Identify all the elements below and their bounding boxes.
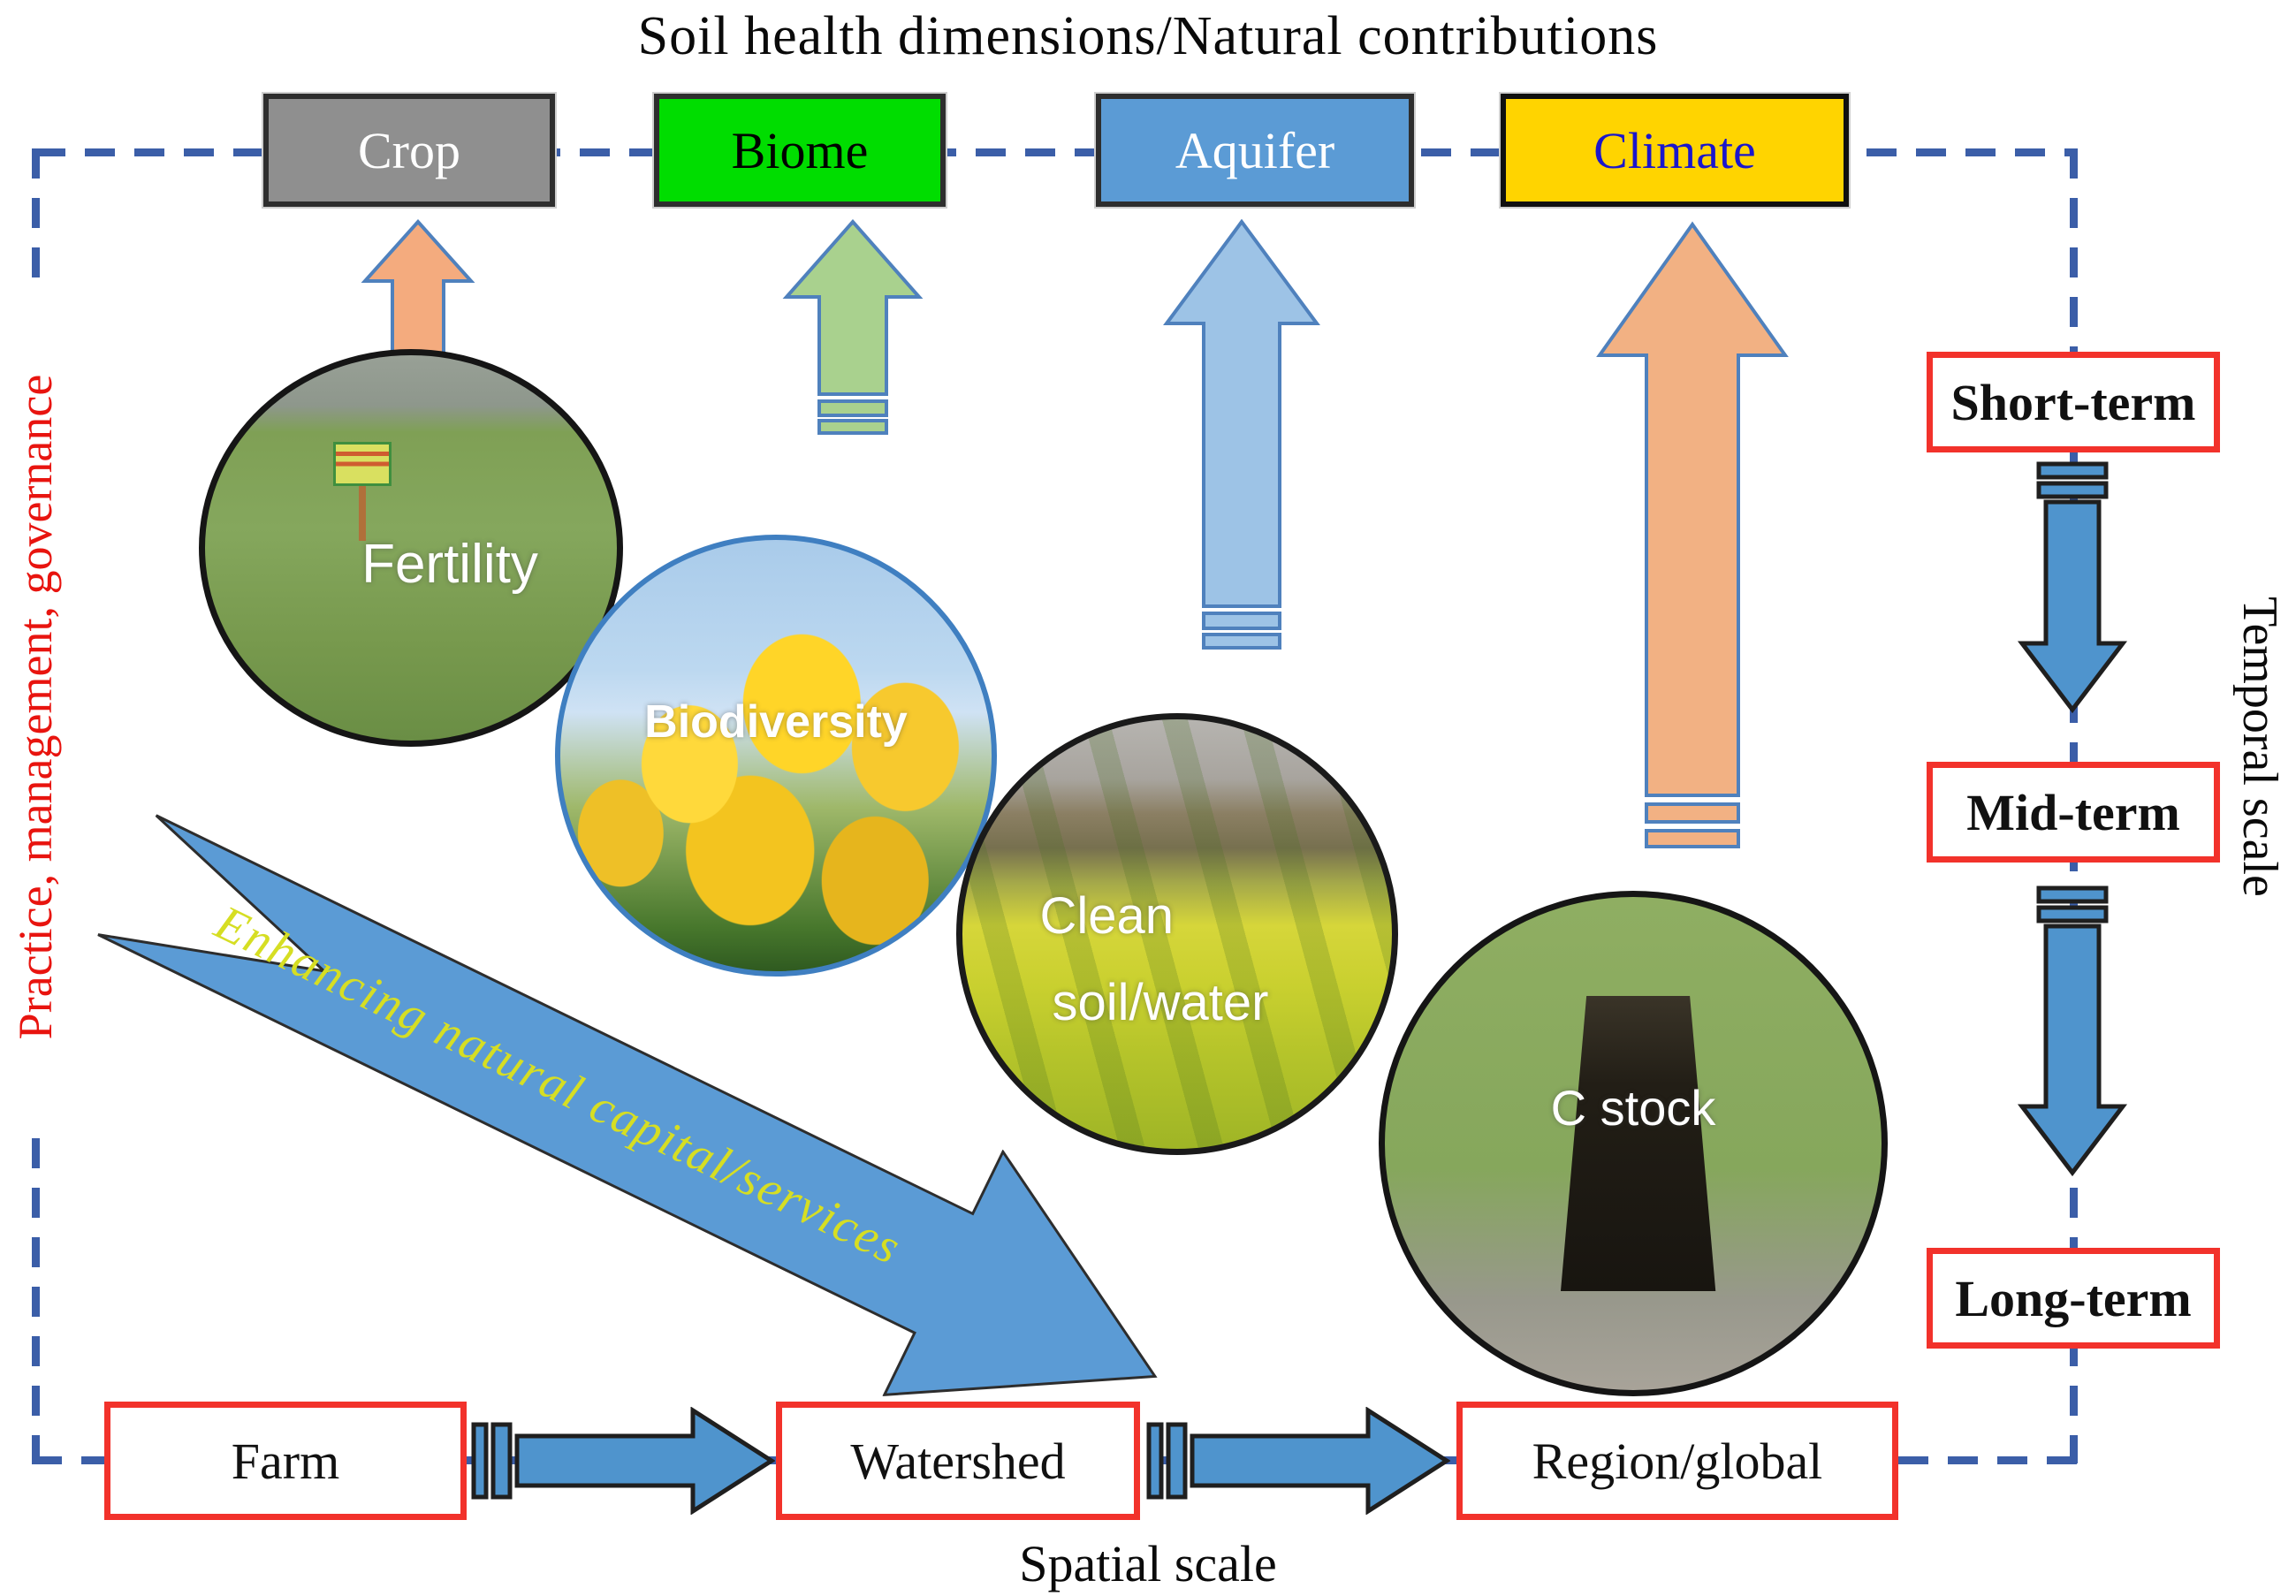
up-arrow-climate-stripe <box>1645 829 1740 848</box>
dimension-box-biome-label: Biome <box>731 121 869 179</box>
diagonal-arrow-polygon <box>97 814 1158 1397</box>
dimension-box-crop: Crop <box>263 94 555 207</box>
dashed-border-top <box>35 148 2077 156</box>
photo-circle-c-stock: C stock <box>1379 891 1888 1396</box>
spatial-box-watershed: Watershed <box>776 1402 1140 1520</box>
up-arrow-aquifer-stripe <box>1202 612 1281 630</box>
photo-circle-clean-soil-water-label: Clean soil/water <box>1039 891 1268 1029</box>
dashed-border-bottom-right <box>1898 1456 2077 1464</box>
up-arrow-biome-stripe <box>817 399 888 417</box>
down-arrow-mid-to-long <box>2017 885 2128 1177</box>
photo-circle-clean-soil-water: Clean soil/water <box>956 713 1398 1155</box>
diagram-title: Soil health dimensions/Natural contribut… <box>637 6 1659 66</box>
temporal-box-short-term-label: Short-term <box>1950 373 2196 431</box>
dimension-box-climate-label: Climate <box>1593 121 1756 179</box>
dashed-border-bottom-left <box>32 1456 108 1464</box>
up-arrow-biome-shape <box>782 219 924 396</box>
up-arrow-climate <box>1596 221 1789 848</box>
right-arrow-farm-to-watershed <box>471 1407 775 1515</box>
spatial-box-watershed-label: Watershed <box>850 1432 1066 1490</box>
down-arrow-short-to-mid <box>2017 461 2128 713</box>
field-sign <box>333 442 392 486</box>
dimension-box-aquifer-label: Aquifer <box>1175 121 1335 179</box>
temporal-scale-axis-label: Temporal scale <box>2232 597 2287 897</box>
down-arrow-stripe <box>2036 885 2109 904</box>
down-arrow-stripe <box>2036 905 2109 923</box>
diagonal-enhancing-arrow: Enhancing natural capital/services <box>65 751 1218 1501</box>
temporal-box-mid-term: Mid-term <box>1927 762 2220 863</box>
dimension-box-crop-label: Crop <box>358 121 460 179</box>
photo-circle-biodiversity: Biodiversity <box>555 535 997 977</box>
clean-label-line2: soil/water <box>1052 974 1269 1032</box>
right-arrow-watershed-to-region <box>1146 1407 1450 1515</box>
up-arrow-crop-shape <box>361 219 475 355</box>
right-arrow-shape <box>514 1407 775 1515</box>
spatial-box-region-global-label: Region/global <box>1532 1432 1823 1490</box>
temporal-box-short-term: Short-term <box>1927 352 2220 452</box>
up-arrow-aquifer <box>1163 219 1320 650</box>
right-arrow-stripe <box>1166 1422 1188 1500</box>
down-arrow-shape <box>2017 923 2128 1177</box>
down-arrow-stripe <box>2036 461 2109 480</box>
spatial-box-farm-label: Farm <box>231 1432 340 1490</box>
up-arrow-climate-stripe <box>1645 802 1740 824</box>
photo-circle-fertility-label: Fertility <box>361 533 538 595</box>
up-arrow-biome-stripe <box>817 419 888 435</box>
down-arrow-shape <box>2017 499 2128 713</box>
temporal-box-long-term-label: Long-term <box>1955 1269 2192 1327</box>
up-arrow-aquifer-shape <box>1163 219 1320 608</box>
temporal-box-mid-term-label: Mid-term <box>1966 783 2180 841</box>
right-arrow-stripe <box>490 1422 513 1500</box>
down-arrow-stripe <box>2036 481 2109 499</box>
dimension-box-climate: Climate <box>1501 94 1849 207</box>
field-sign-post <box>359 486 366 541</box>
up-arrow-biome <box>782 219 924 435</box>
soil-pit <box>1560 995 1716 1292</box>
up-arrow-aquifer-stripe <box>1202 633 1281 650</box>
photo-circle-fertility: Fertility <box>199 349 623 747</box>
photo-circle-c-stock-label: C stock <box>1550 1080 1716 1136</box>
practice-management-governance-axis-label: Practice, management, governance <box>8 283 66 1131</box>
right-arrow-stripe <box>1146 1422 1164 1500</box>
up-arrow-climate-shape <box>1596 221 1789 797</box>
dimension-box-biome: Biome <box>654 94 946 207</box>
clean-label-line1: Clean <box>1039 887 1175 946</box>
photo-circle-biodiversity-label: Biodiversity <box>644 695 908 748</box>
spatial-box-region-global: Region/global <box>1456 1402 1898 1520</box>
right-arrow-shape <box>1190 1407 1450 1515</box>
diagonal-arrow-shape <box>97 814 1158 1397</box>
dimension-box-aquifer: Aquifer <box>1096 94 1414 207</box>
right-arrow-stripe <box>471 1422 489 1500</box>
spatial-box-farm: Farm <box>104 1402 467 1520</box>
spatial-scale-axis-label: Spatial scale <box>1019 1535 1277 1592</box>
temporal-box-long-term: Long-term <box>1927 1248 2220 1349</box>
